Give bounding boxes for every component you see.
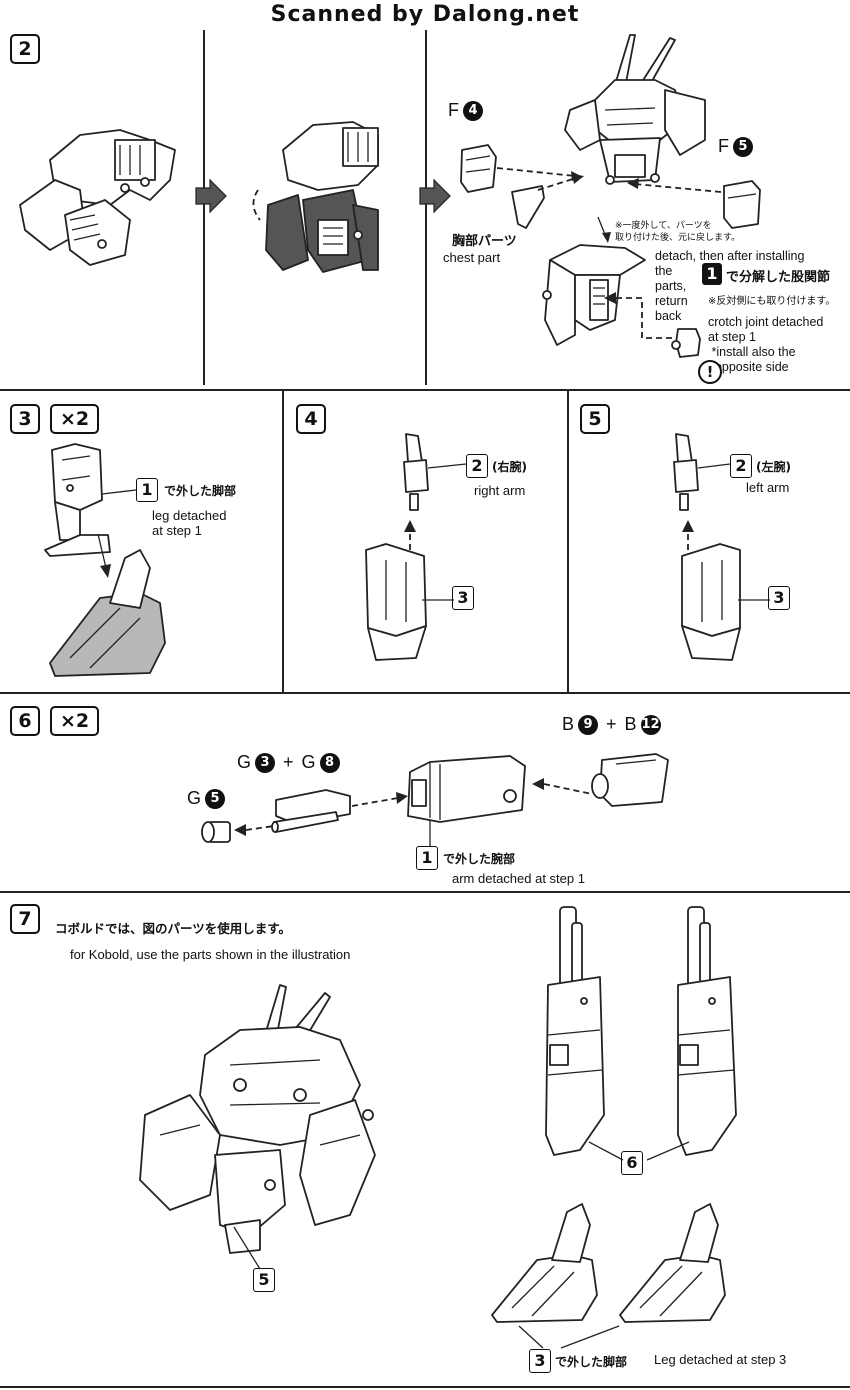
weapon-arm-illustration-left — [545, 906, 605, 1156]
step-number: 6 — [10, 706, 40, 736]
leader-line — [233, 1226, 261, 1270]
chest-part-label-jp: 胸部パーツ — [452, 234, 517, 249]
connector-arrow-down — [597, 216, 611, 243]
leader-line — [518, 1325, 620, 1349]
divider-step6 — [0, 891, 850, 893]
step7-instruction-en: for Kobold, use the parts shown in the i… — [70, 947, 351, 962]
leg-part-illustration-right — [619, 1203, 726, 1323]
leader-line — [697, 463, 731, 469]
connector-arrow-f5 — [627, 178, 722, 193]
step-number: 5 — [580, 404, 610, 434]
connector-arrow-crotch — [604, 292, 672, 339]
arrow-right-icon — [419, 178, 451, 214]
divider-2b — [425, 30, 427, 385]
leg-label-jp: で外した脚部 — [555, 1355, 628, 1369]
crotch-joint-illustration — [671, 328, 701, 358]
torso-illustration-a — [19, 129, 176, 266]
weapon-arm-illustration-right — [677, 906, 737, 1156]
quantity-multiplier: ×2 — [50, 706, 100, 736]
torso-illustration-b — [252, 121, 379, 273]
kobold-figure-illustration — [139, 984, 376, 1254]
step-ref-badge: 3 — [452, 586, 474, 610]
robot-torso-illustration — [564, 34, 706, 185]
arm-label-jp: (左腕) — [756, 460, 791, 474]
foot-part-illustration — [49, 549, 166, 677]
crotch-joint-label-jp: で分解した股関節 — [726, 270, 831, 285]
divider-step3-5 — [0, 692, 850, 694]
arrow-right-icon — [195, 178, 227, 214]
divider-4-5 — [567, 391, 569, 692]
hand-part-illustration — [673, 433, 699, 511]
leg-label-en: leg detached at step 1 — [152, 508, 227, 538]
step-number: 3 — [10, 404, 40, 434]
step-ref-badge: 2 — [466, 454, 488, 478]
arm-label-en: arm detached at step 1 — [452, 871, 585, 886]
leader-line — [429, 820, 431, 846]
step-ref-badge: 5 — [253, 1268, 275, 1292]
insert-arrow-up — [404, 520, 416, 556]
insert-arrow-up — [682, 520, 694, 556]
step-number: 7 — [10, 904, 40, 934]
scan-watermark-title: Scanned by Dalong.net — [270, 2, 580, 27]
step-ref-badge: 1 — [416, 846, 438, 870]
leg-label-jp: で外した脚部 — [164, 484, 237, 498]
leg-part-illustration — [44, 443, 111, 557]
step-ref-badge: 3 — [529, 1349, 551, 1373]
step-ref-badge: 2 — [730, 454, 752, 478]
insert-arrow-down — [97, 533, 111, 578]
connector-arrow-g5 — [234, 824, 275, 836]
opposite-side-note-jp: ※反対側にも取り付けます。 — [708, 296, 836, 307]
arm-weapon-illustration — [407, 755, 526, 823]
arm-label-jp: で外した腕部 — [443, 852, 516, 866]
step-number: 2 — [10, 34, 40, 64]
step2-note-en: detach, then after installing the parts,… — [655, 249, 805, 323]
crotch-joint-label-en: crotch joint detached at step 1 *install… — [708, 315, 824, 374]
divider-step2 — [0, 389, 850, 391]
part-b9-b12-illustration — [591, 753, 669, 807]
warning-icon: ! — [698, 360, 722, 384]
step-ref-badge: 1 — [136, 478, 158, 502]
divider-bottom — [0, 1386, 850, 1388]
part-g5-illustration — [201, 821, 231, 843]
step-ref-badge: 3 — [768, 586, 790, 610]
leader-line — [427, 463, 467, 469]
connector-arrow-b9b12 — [532, 778, 593, 795]
arm-label-jp: (右腕) — [492, 460, 527, 474]
lower-torso-illustration — [542, 244, 646, 346]
step-ref-badge: 6 — [621, 1151, 643, 1175]
forearm-part-illustration — [365, 543, 427, 661]
leg-label-en: Leg detached at step 3 — [654, 1352, 787, 1367]
arm-label-en: left arm — [746, 480, 790, 495]
forearm-part-illustration — [681, 543, 741, 661]
chest-part-label-en: chest part — [443, 250, 501, 265]
leader-line — [588, 1141, 690, 1161]
part-f4-illustration — [460, 144, 497, 193]
divider-2a — [203, 30, 205, 385]
arm-label-en: right arm — [474, 483, 526, 498]
connector-arrow-g3g8 — [351, 792, 408, 807]
step-number: 4 — [296, 404, 326, 434]
divider-3-4 — [282, 391, 284, 692]
step7-instruction-jp: コボルドでは、図のパーツを使用します。 — [55, 921, 292, 936]
step-ref-badge: 1 — [702, 263, 722, 285]
leader-line — [101, 489, 137, 495]
part-f5-illustration — [723, 180, 761, 229]
step2-note-jp: ※一度外して、パーツを 取り付けた後、元に戻します。 — [615, 221, 741, 243]
leader-line — [422, 599, 454, 601]
quantity-multiplier: ×2 — [50, 404, 100, 434]
part-g3-g8-illustration — [271, 789, 351, 833]
connector-arrow-chest — [537, 174, 584, 191]
hand-part-illustration — [403, 433, 429, 511]
leg-part-illustration-left — [491, 1203, 598, 1323]
chest-part-illustration — [511, 185, 545, 229]
leader-line — [738, 599, 770, 601]
